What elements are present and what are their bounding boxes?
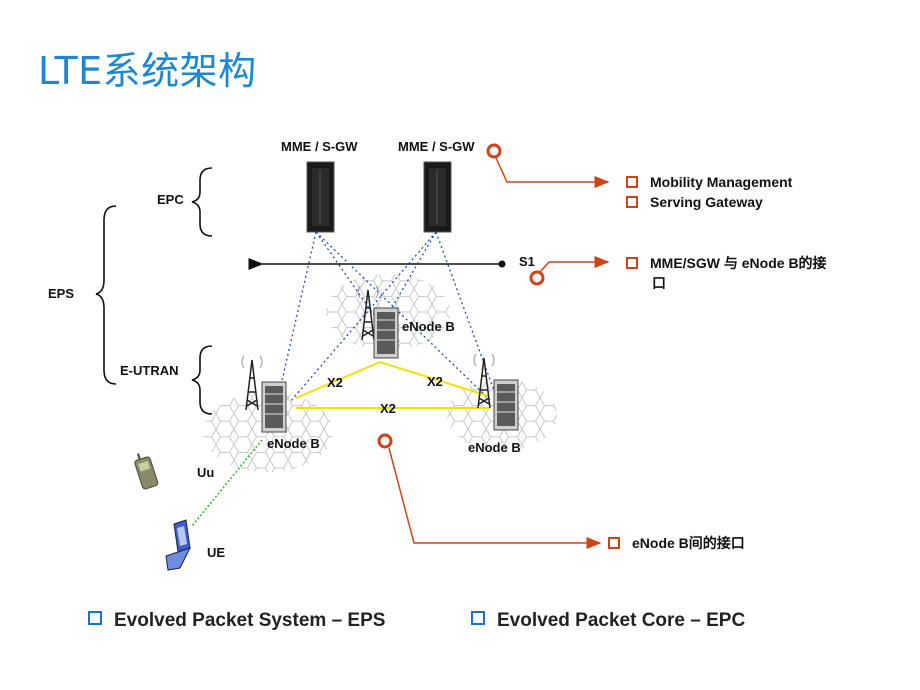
eutran-label: E-UTRAN	[120, 363, 179, 378]
mme-function-item: Serving Gateway	[626, 192, 792, 212]
enodeb-top	[357, 285, 399, 359]
x2-bottom-label: X2	[380, 401, 396, 416]
mme-label-1: MME / S-GW	[281, 139, 358, 154]
mme-callout	[486, 143, 610, 188]
uu-link	[191, 439, 263, 527]
mme-functions-list: Mobility Management Serving Gateway	[626, 172, 792, 212]
eps-bracket	[95, 205, 117, 385]
s1-callout	[529, 256, 610, 286]
mme-server-1	[306, 161, 335, 233]
bullet-square-icon	[88, 611, 102, 625]
s1-description: MME/SGW 与 eNode B的接 口	[626, 253, 827, 293]
epc-bracket	[191, 167, 213, 237]
uu-label: Uu	[197, 465, 215, 480]
mobile-phone-icon	[134, 453, 159, 490]
enodeb-right	[473, 353, 519, 431]
mme-function-item: Mobility Management	[626, 172, 792, 192]
enodeb-top-label: eNode B	[402, 319, 455, 334]
x2-right-label: X2	[427, 374, 443, 389]
bullet-square-icon	[626, 257, 638, 269]
mme-server-2	[423, 161, 452, 233]
ue-label: UE	[207, 545, 226, 560]
eps-label: EPS	[48, 286, 75, 301]
epc-label: EPC	[157, 192, 184, 207]
bullet-square-icon	[471, 611, 485, 625]
enodeb-right-label: eNode B	[468, 440, 521, 455]
x2-description: eNode B间的接口	[608, 533, 745, 553]
bullet-square-icon	[626, 196, 638, 208]
page-title: LTE系统架构	[38, 49, 257, 93]
bullet-square-icon	[626, 176, 638, 188]
bullet-eps: Evolved Packet System – EPS	[88, 610, 385, 632]
ue-device-icon	[165, 519, 191, 571]
enodeb-left	[241, 355, 287, 433]
mme-label-2: MME / S-GW	[398, 139, 475, 154]
eutran-bracket	[191, 345, 213, 415]
enodeb-left-label: eNode B	[267, 436, 320, 451]
x2-callout	[377, 433, 602, 549]
s1-label: S1	[519, 254, 535, 269]
s1-endpoint	[498, 260, 506, 268]
x2-left-label: X2	[327, 375, 343, 390]
x2-links	[295, 361, 490, 409]
bullet-epc: Evolved Packet Core – EPC	[471, 610, 745, 632]
bullet-square-icon	[608, 537, 620, 549]
